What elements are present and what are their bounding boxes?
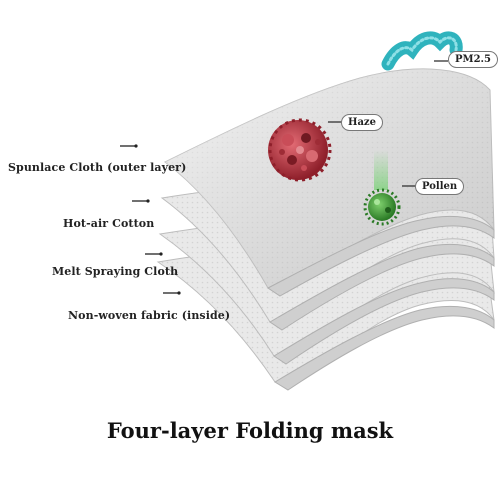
diagram-title: Four-layer Folding mask	[106, 418, 394, 443]
callout-pollen: Pollen	[415, 178, 465, 195]
pm25-particle-icon	[381, 31, 463, 71]
callout-pm25: PM2.5	[448, 51, 498, 68]
sheet-spunlace-cloth	[164, 68, 495, 297]
callout-haze: Haze	[341, 114, 383, 131]
leader-dot-spunlace	[134, 144, 138, 148]
leader-dot-melt	[159, 252, 163, 256]
layer-label-hot-air-cotton: Hot-air Cotton	[63, 217, 155, 230]
layer-label-spunlace: Spunlace Cloth (outer layer)	[8, 161, 187, 174]
haze-particle-icon	[268, 118, 332, 182]
layer-label-non-woven: Non-woven fabric (inside)	[68, 309, 231, 322]
pollen-particle-icon	[363, 150, 401, 226]
layer-label-melt-spraying: Melt Spraying Cloth	[52, 265, 179, 278]
leader-dot-non-woven	[177, 291, 181, 295]
leader-dot-hot-air	[146, 199, 150, 203]
